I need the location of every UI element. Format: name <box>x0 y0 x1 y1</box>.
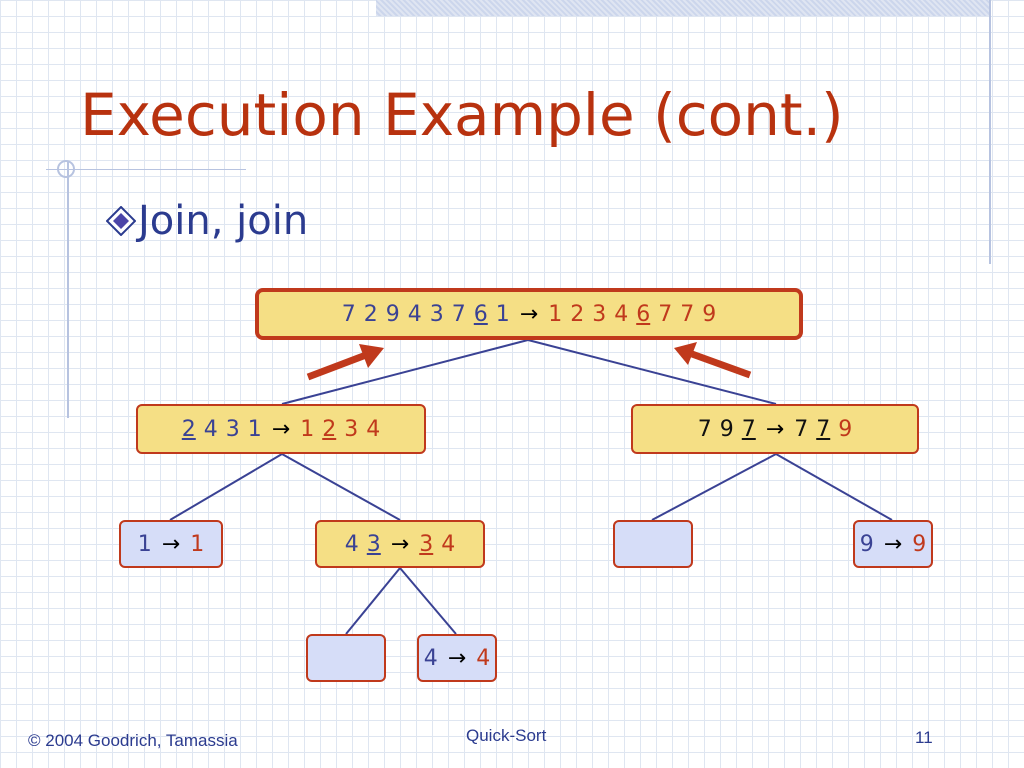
input-digit: 3 <box>225 416 240 442</box>
node-lr-left <box>306 634 386 682</box>
title-underline <box>46 169 246 170</box>
output-digit: 7 <box>658 301 673 327</box>
join-arrowhead-right <box>674 342 697 365</box>
footer-course: Quick-Sort <box>466 726 547 745</box>
output-digit: 1 <box>300 416 315 442</box>
bullet-text: Join, join <box>138 198 309 244</box>
edge-left-leftright <box>281 453 401 521</box>
left-decor-line <box>67 162 69 418</box>
input-digit: 1 <box>137 531 152 557</box>
input-digit: 9 <box>385 301 400 327</box>
output-digit: 4 <box>366 416 381 442</box>
output-digit: 2 <box>322 416 337 442</box>
input-digit: 1 <box>495 301 510 327</box>
footer-copyright: © 2004 Goodrich, Tamassia <box>28 731 238 750</box>
edge-left-leftleft <box>169 453 283 521</box>
input-digit: 3 <box>366 531 381 557</box>
input-digit: 2 <box>181 416 196 442</box>
maps-to-arrow-icon: → <box>271 416 291 442</box>
output-digit: 1 <box>190 531 205 557</box>
edge-right-rightright <box>775 453 893 521</box>
input-digit: 4 <box>203 416 218 442</box>
node-lr-right: 4 → 4 <box>417 634 497 682</box>
node-right-left <box>613 520 693 568</box>
input-digit: 7 <box>741 416 756 442</box>
edge-right-rightleft <box>651 453 777 521</box>
edge-leftright-left <box>345 567 401 635</box>
edge-root-left <box>281 339 529 405</box>
output-digit: 7 <box>680 301 695 327</box>
output-digit: 4 <box>441 531 456 557</box>
output-digit: 2 <box>570 301 585 327</box>
diamond-bullet-icon <box>106 206 136 236</box>
join-arrow-left <box>306 351 368 381</box>
slide-title: Execution Example (cont.) <box>80 81 844 149</box>
input-digit: 6 <box>473 301 488 327</box>
bullet-item: Join, join <box>106 198 308 244</box>
input-digit: 4 <box>344 531 359 557</box>
input-digit: 7 <box>341 301 356 327</box>
maps-to-arrow-icon: → <box>765 416 785 442</box>
maps-to-arrow-icon: → <box>447 645 467 671</box>
right-decor-line <box>989 0 991 264</box>
input-digit: 4 <box>423 645 438 671</box>
output-digit: 3 <box>419 531 434 557</box>
output-digit: 3 <box>344 416 359 442</box>
node-left-left: 1 → 1 <box>119 520 223 568</box>
input-digit: 9 <box>719 416 734 442</box>
output-digit: 3 <box>592 301 607 327</box>
maps-to-arrow-icon: → <box>883 531 903 557</box>
input-digit: 1 <box>247 416 262 442</box>
maps-to-arrow-icon: → <box>519 301 539 327</box>
join-arrowhead-left <box>359 344 384 368</box>
maps-to-arrow-icon: → <box>390 531 410 557</box>
crosshair-icon <box>57 160 75 178</box>
input-digit: 7 <box>451 301 466 327</box>
output-digit: 7 <box>794 416 809 442</box>
output-digit: 7 <box>816 416 831 442</box>
maps-to-arrow-icon: → <box>161 531 181 557</box>
output-digit: 9 <box>702 301 717 327</box>
edge-leftright-right <box>399 567 457 635</box>
output-digit: 1 <box>548 301 563 327</box>
input-digit: 3 <box>429 301 444 327</box>
top-decor-band <box>376 0 990 16</box>
input-digit: 9 <box>859 531 874 557</box>
join-arrow-right <box>690 350 752 379</box>
input-digit: 4 <box>407 301 422 327</box>
output-digit: 9 <box>912 531 927 557</box>
footer-page-number: 11 <box>915 728 933 747</box>
output-digit: 4 <box>614 301 629 327</box>
output-digit: 4 <box>476 645 491 671</box>
input-digit: 2 <box>363 301 378 327</box>
input-digit: 7 <box>697 416 712 442</box>
node-right-right: 9 → 9 <box>853 520 933 568</box>
edge-root-right <box>527 339 777 405</box>
output-digit: 9 <box>838 416 853 442</box>
output-digit: 6 <box>636 301 651 327</box>
